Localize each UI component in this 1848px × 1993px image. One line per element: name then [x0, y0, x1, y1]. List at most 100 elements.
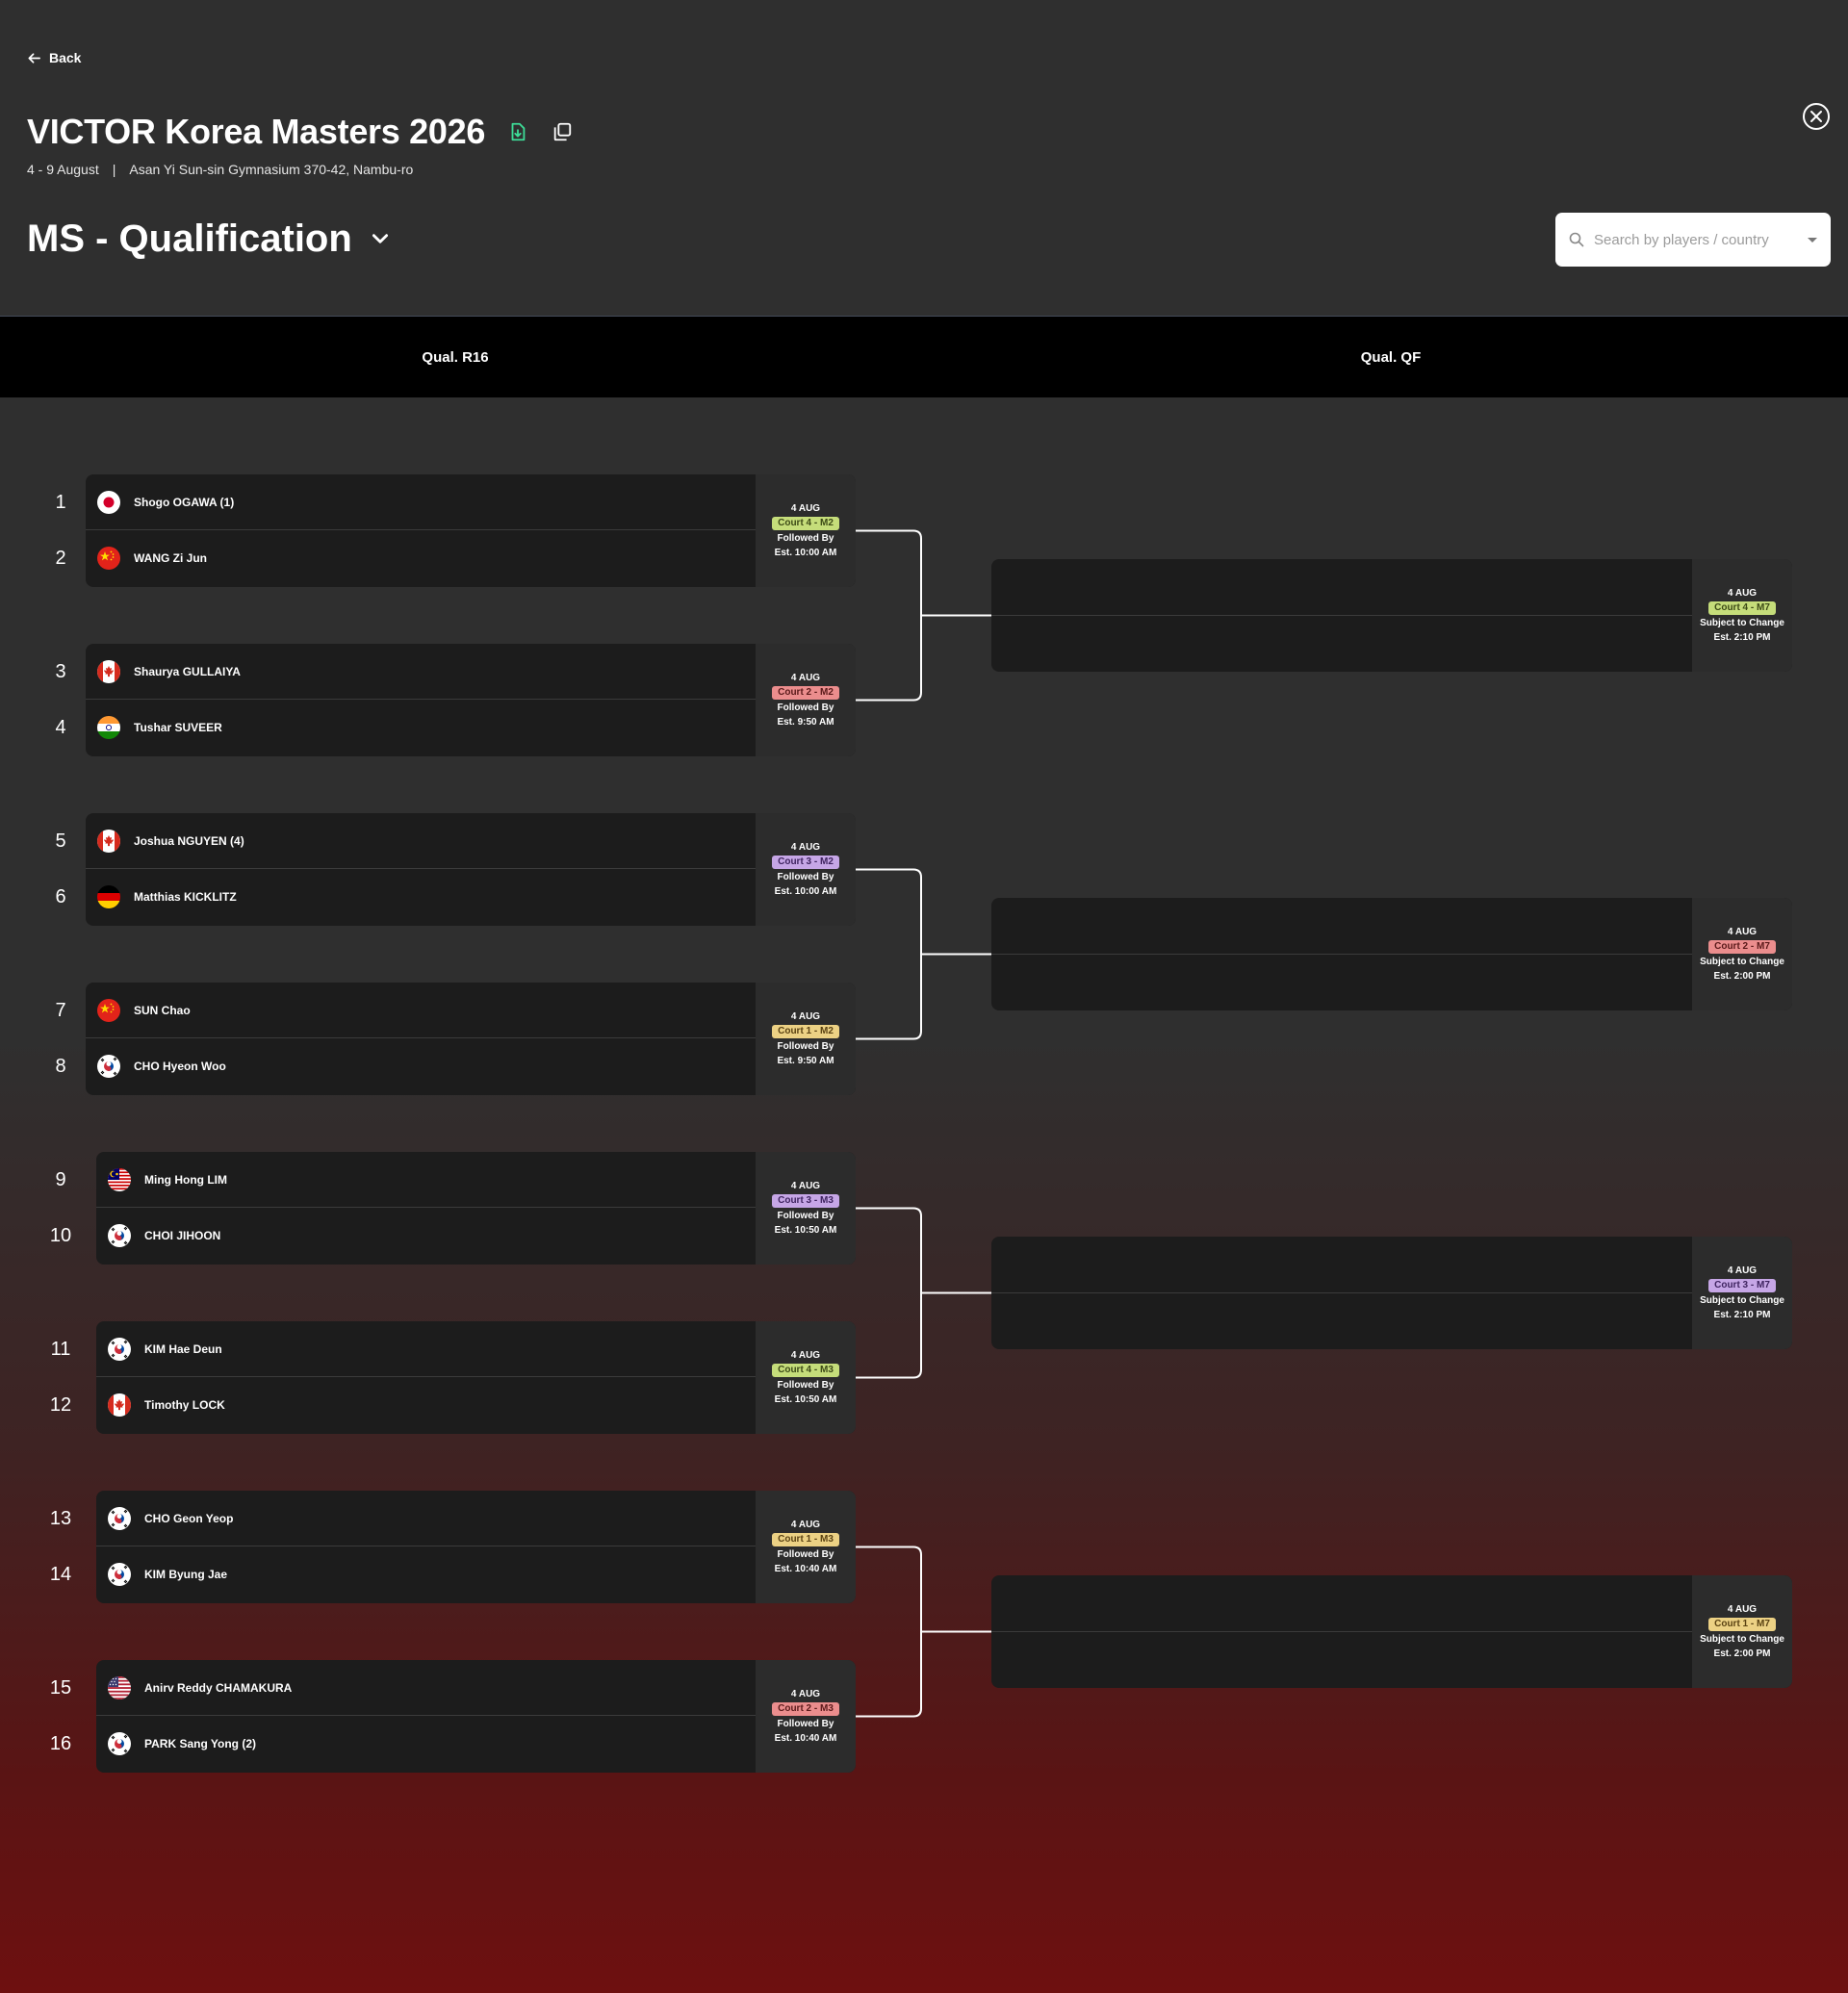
china-flag-icon — [97, 547, 120, 570]
match-time: Est. 10:40 AM — [774, 1564, 837, 1574]
court-badge: Court 4 - M3 — [772, 1364, 839, 1377]
player-row[interactable]: Matthias KICKLITZ — [86, 869, 756, 925]
download-pdf-icon[interactable] — [506, 120, 529, 143]
search-input[interactable] — [1594, 231, 1786, 248]
seed-number: 16 — [49, 1733, 72, 1754]
player-name: SUN Chao — [134, 1003, 191, 1017]
korea-flag-icon — [97, 1055, 120, 1078]
round-label-r16: Qual. R16 — [422, 349, 489, 366]
divider — [991, 1631, 1692, 1632]
match-time: Est. 10:00 AM — [774, 886, 837, 897]
player-row[interactable]: PARK Sang Yong (2) — [96, 1716, 756, 1772]
player-row[interactable]: Tushar SUVEER — [86, 700, 756, 755]
match-date: 4 AUG — [790, 673, 821, 683]
player-name: WANG Zi Jun — [134, 551, 207, 565]
match-time: Est. 10:50 AM — [774, 1394, 837, 1405]
match-date: 4 AUG — [1727, 1265, 1758, 1276]
separator: | — [112, 162, 116, 177]
player-row[interactable]: CHO Geon Yeop — [96, 1491, 756, 1546]
player-row[interactable]: Joshua NGUYEN (4) — [86, 813, 756, 869]
player-row[interactable]: Anirv Reddy CHAMAKURA — [96, 1660, 756, 1716]
search-box[interactable] — [1555, 213, 1831, 267]
match-status: Subject to Change — [1700, 1295, 1784, 1306]
player-name: Shogo OGAWA (1) — [134, 495, 235, 509]
player-name: Anirv Reddy CHAMAKURA — [144, 1680, 293, 1695]
player-row[interactable]: Shaurya GULLAIYA — [86, 644, 756, 700]
korea-flag-icon — [108, 1506, 131, 1530]
player-name: KIM Hae Deun — [144, 1341, 222, 1356]
back-link[interactable]: Back — [27, 48, 81, 67]
player-name: CHO Geon Yeop — [144, 1511, 234, 1525]
player-row[interactable]: KIM Byung Jae — [96, 1546, 756, 1602]
korea-flag-icon — [108, 1224, 131, 1247]
close-icon[interactable] — [1802, 102, 1831, 131]
match-time: Est. 10:00 AM — [774, 548, 837, 558]
event-title: VICTOR Korea Masters 2026 — [27, 112, 486, 151]
match-time: Est. 9:50 AM — [777, 1056, 834, 1066]
draw-selector[interactable]: MS - Qualification — [27, 214, 391, 264]
player-row[interactable]: SUN Chao — [86, 983, 756, 1038]
back-label: Back — [49, 50, 82, 65]
seed-number: 5 — [55, 830, 66, 852]
match-status: Followed By — [777, 1041, 834, 1052]
match-status: Followed By — [777, 1719, 834, 1729]
player-row[interactable]: WANG Zi Jun — [86, 530, 756, 586]
canada-flag-icon — [108, 1393, 131, 1417]
player-name: PARK Sang Yong (2) — [144, 1737, 257, 1750]
player-row[interactable]: Shogo OGAWA (1) — [86, 474, 756, 530]
player-name: CHO Hyeon Woo — [134, 1060, 226, 1073]
match-status: Followed By — [777, 1211, 834, 1221]
round-header-bar: Qual. R16 Qual. QF — [0, 316, 1848, 397]
malaysia-flag-icon — [108, 1167, 131, 1191]
canada-flag-icon — [97, 829, 120, 853]
search-icon — [1569, 232, 1584, 247]
divider — [991, 1292, 1692, 1293]
match-status: Followed By — [777, 1549, 834, 1560]
seed-number: 9 — [55, 1169, 66, 1190]
seed-number: 11 — [50, 1339, 71, 1360]
seed-number: 1 — [55, 492, 66, 513]
event-dates: 4 - 9 August — [27, 162, 99, 177]
match-time: Est. 10:40 AM — [774, 1733, 837, 1744]
usa-flag-icon — [108, 1675, 131, 1699]
round-label-qf: Qual. QF — [1360, 349, 1422, 366]
player-row[interactable]: CHOI JIHOON — [96, 1208, 756, 1264]
match-date: 4 AUG — [790, 1181, 821, 1191]
canada-flag-icon — [97, 659, 120, 683]
match-date: 4 AUG — [790, 1350, 821, 1361]
court-badge: Court 1 - M3 — [772, 1533, 839, 1546]
copy-icon[interactable] — [551, 120, 574, 143]
seed-number: 12 — [49, 1394, 72, 1416]
event-venue: Asan Yi Sun-sin Gymnasium 370-42, Nambu-… — [129, 162, 414, 177]
player-row[interactable]: KIM Hae Deun — [96, 1321, 756, 1377]
player-row[interactable]: Timothy LOCK — [96, 1377, 756, 1433]
player-row[interactable]: Ming Hong LIM — [96, 1152, 756, 1208]
dropdown-caret-icon[interactable] — [1808, 237, 1817, 243]
court-badge: Court 3 - M7 — [1708, 1279, 1776, 1292]
match-date: 4 AUG — [1727, 927, 1758, 937]
germany-flag-icon — [97, 885, 120, 908]
bracket-connector — [856, 868, 991, 1040]
match-time: Est. 9:50 AM — [777, 717, 834, 728]
match-time: Est. 2:10 PM — [1713, 632, 1771, 643]
korea-flag-icon — [108, 1563, 131, 1586]
japan-flag-icon — [97, 490, 120, 514]
player-row[interactable]: CHO Hyeon Woo — [86, 1038, 756, 1094]
